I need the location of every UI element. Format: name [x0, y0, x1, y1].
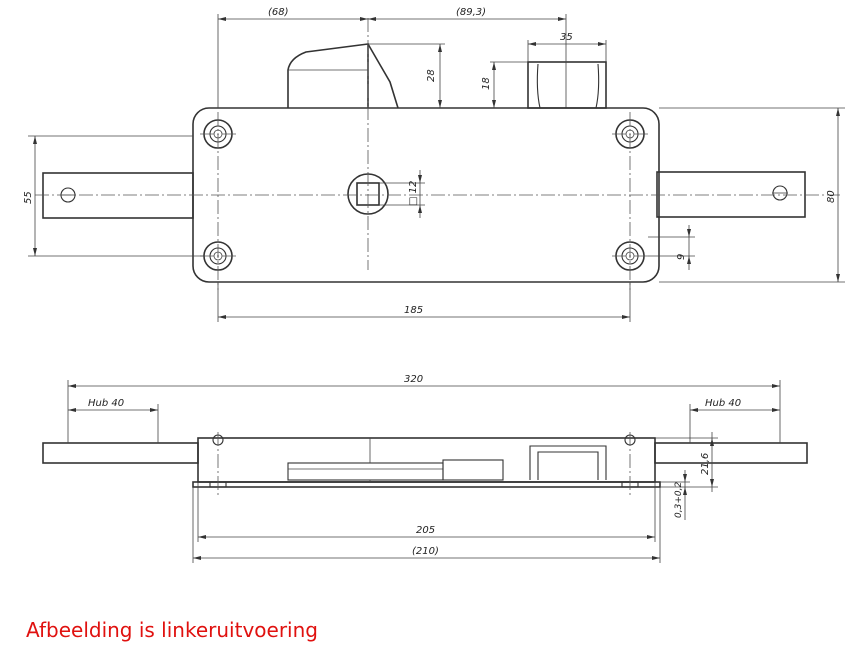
dim-height-right: 80: [826, 190, 837, 203]
side-right-rod: [654, 442, 808, 464]
dim-total-length: 320: [404, 374, 423, 385]
side-left-rod: [42, 442, 199, 464]
dim-left-offset: (68): [268, 7, 289, 18]
left-rod: [42, 172, 194, 219]
technical-drawing: (68) (89,3) 35 28 18 55 80: [23, 7, 845, 563]
dim-hole-spacing: 185: [404, 305, 423, 316]
dim-thickness: 21,6: [700, 453, 711, 475]
dim-handle-height: 28: [426, 69, 437, 82]
dim-square: □ 12: [408, 181, 419, 206]
top-view: (68) (89,3) 35 28 18 55 80: [23, 7, 845, 322]
side-front-plate: [192, 481, 661, 488]
dim-slot-height: 18: [481, 77, 492, 90]
side-view: 320 Hub 40 Hub 40 21,6 0,3+0,2 205: [42, 374, 808, 563]
dim-plate-length: (210): [412, 546, 439, 557]
dim-height-left: 55: [23, 191, 34, 204]
dim-hole-offset: 9: [676, 254, 687, 260]
dim-slot-width: 35: [560, 32, 573, 43]
dim-right-offset: (89,3): [456, 7, 486, 18]
dim-stroke-right: Hub 40: [705, 398, 741, 409]
slot-block: [527, 61, 607, 109]
handle: [287, 43, 399, 109]
dim-stroke-left: Hub 40: [88, 398, 124, 409]
side-case: [197, 437, 656, 483]
right-rod: [656, 171, 806, 218]
caption: Afbeelding is linkeruitvoering: [26, 618, 318, 642]
dim-tolerance: 0,3+0,2: [674, 482, 684, 518]
dim-body-length: 205: [416, 525, 435, 536]
